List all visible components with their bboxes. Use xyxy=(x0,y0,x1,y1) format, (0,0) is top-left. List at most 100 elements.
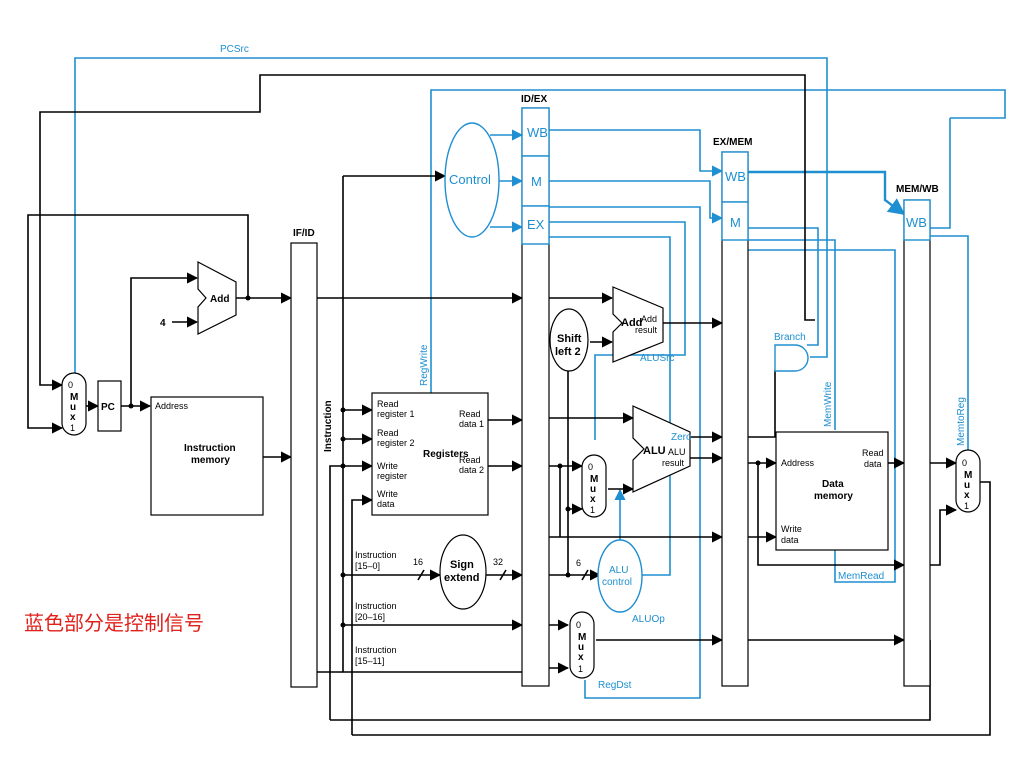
junction-dots xyxy=(128,295,761,628)
reg-rdata2-b: data 2 xyxy=(459,465,484,475)
control-signal-note: 蓝色部分是控制信号 xyxy=(24,611,204,635)
reg-write-b: register xyxy=(377,471,407,481)
dmem-title1: Data xyxy=(822,479,844,490)
dmem-read-a: Read xyxy=(862,448,884,458)
dmem-address: Address xyxy=(781,458,815,468)
regdst-mux-m: M xyxy=(578,632,586,643)
regdst-mux-one: 1 xyxy=(578,664,583,674)
pc-mux: 0 M u x 1 xyxy=(61,372,87,436)
imem-title1: Instruction xyxy=(184,443,236,454)
memtoreg-mux-u: u xyxy=(964,480,970,491)
reg-rdata1-a: Read xyxy=(459,409,481,419)
signal-alusrc: ALUSrc xyxy=(640,353,674,364)
datapath-lines xyxy=(27,74,991,736)
ifid-label: IF/ID xyxy=(293,228,315,239)
branch-adder: Add Add result xyxy=(612,286,664,363)
pc-register: PC xyxy=(97,380,122,432)
reg-read1-b: register 1 xyxy=(377,409,415,419)
idex-wb-field: WB xyxy=(527,125,548,140)
idex-label: ID/EX xyxy=(521,94,547,105)
alu-result-1: ALU xyxy=(668,447,686,457)
dmem-write-a: Write xyxy=(781,524,802,534)
alu-result-2: result xyxy=(662,458,685,468)
instr-field2-b: [20–16] xyxy=(355,612,385,622)
signal-memwrite: MemWrite xyxy=(823,381,834,427)
control-signal-lines xyxy=(74,57,1006,699)
memtoreg-mux-m: M xyxy=(964,470,972,481)
reg-write-a: Write xyxy=(377,461,398,471)
reg-read2-a: Read xyxy=(377,428,399,438)
exmem-wb-field: WB xyxy=(725,169,746,184)
memtoreg-mux: 0 M u x 1 xyxy=(955,449,981,513)
instr-field2-a: Instruction xyxy=(355,601,397,611)
instruction-field-labels: Instruction [15–0] Instruction [20–16] I… xyxy=(355,550,397,666)
memtoreg-mux-one: 1 xyxy=(964,501,969,511)
dmem-title2: memory xyxy=(814,491,853,502)
memtoreg-mux-zero: 0 xyxy=(962,458,967,468)
alu: ALU Zero ALU result xyxy=(632,405,692,493)
alu-zero: Zero xyxy=(671,432,692,443)
sign-extend: Sign extend 16 32 xyxy=(413,534,507,610)
ifid-register: IF/ID xyxy=(290,228,318,688)
pc-adder: Add 4 xyxy=(160,261,237,335)
sign-extend-l2: extend xyxy=(444,572,479,584)
branch-adder-name: Add xyxy=(621,317,642,329)
reg-read1-a: Read xyxy=(377,399,399,409)
registers-name: Registers xyxy=(423,449,469,460)
pc-label: PC xyxy=(101,402,115,413)
shift-l1: Shift xyxy=(557,333,582,345)
control-unit: Control xyxy=(444,122,500,238)
dmem-read-b: data xyxy=(864,459,882,469)
alu-control-l1: ALU xyxy=(609,565,628,576)
idex-ex-field: EX xyxy=(527,217,545,232)
imem-address: Address xyxy=(155,401,189,411)
pc-adder-const: 4 xyxy=(160,318,166,329)
shift-l2: left 2 xyxy=(555,346,581,358)
instruction-vertical-label: Instruction xyxy=(323,400,334,452)
memwb-wb-field: WB xyxy=(906,215,927,230)
pc-mux-u: u xyxy=(70,402,76,413)
memwb-register: MEM/WB WB xyxy=(896,184,939,687)
exmem-m-field: M xyxy=(730,215,741,230)
signal-regdst: RegDst xyxy=(598,680,632,691)
alu-control: ALU control 6 xyxy=(576,539,643,613)
idex-register: ID/EX WB M EX xyxy=(521,94,550,687)
dmem-write-b: data xyxy=(781,535,799,545)
instr-field1-b: [15–0] xyxy=(355,561,380,571)
exmem-register: EX/MEM WB M xyxy=(713,137,752,687)
signal-branch: Branch xyxy=(774,332,806,343)
reg-rdata1-b: data 1 xyxy=(459,419,484,429)
memtoreg-mux-x: x xyxy=(964,490,970,501)
reg-wdata-a: Write xyxy=(377,489,398,499)
signal-regwrite: RegWrite xyxy=(419,344,430,386)
register-file: Read register 1 Read register 2 Write re… xyxy=(371,392,489,516)
pc-mux-zero: 0 xyxy=(68,380,73,390)
signal-memtoreg: MemtoReg xyxy=(956,397,967,446)
alusrc-mux: 0 M u x 1 xyxy=(581,454,607,518)
instr-field1-a: Instruction xyxy=(355,550,397,560)
sign-extend-l1: Sign xyxy=(450,559,474,571)
branch-adder-r1: Add xyxy=(641,314,657,324)
alusrc-mux-x: x xyxy=(590,494,596,505)
alu-control-l2: control xyxy=(602,577,632,588)
pc-mux-m: M xyxy=(70,392,78,403)
control-label: Control xyxy=(449,172,491,187)
alu-control-bits: 6 xyxy=(576,558,581,568)
imem-title2: memory xyxy=(191,455,230,466)
branch-adder-r2: result xyxy=(635,325,658,335)
signal-memread: MemRead xyxy=(838,571,884,582)
regdst-mux-zero: 0 xyxy=(576,620,581,630)
regdst-mux: 0 M u x 1 xyxy=(569,611,595,679)
control-signal-labels: PCSrc RegWrite ALUSrc ALUOp RegDst Branc… xyxy=(220,44,967,691)
shift-left-2: Shift left 2 xyxy=(549,308,589,372)
regdst-mux-u: u xyxy=(578,642,584,653)
sign-extend-in-bits: 16 xyxy=(413,557,423,567)
data-memory: Address Read data Data memory Write data xyxy=(775,431,889,551)
alu-name: ALU xyxy=(643,445,666,457)
exmem-label: EX/MEM xyxy=(713,137,752,148)
instr-field3-b: [15–11] xyxy=(355,656,384,666)
signal-pcsrc: PCSrc xyxy=(220,44,249,55)
regdst-mux-x: x xyxy=(578,652,584,663)
instr-field3-a: Instruction xyxy=(355,645,397,655)
